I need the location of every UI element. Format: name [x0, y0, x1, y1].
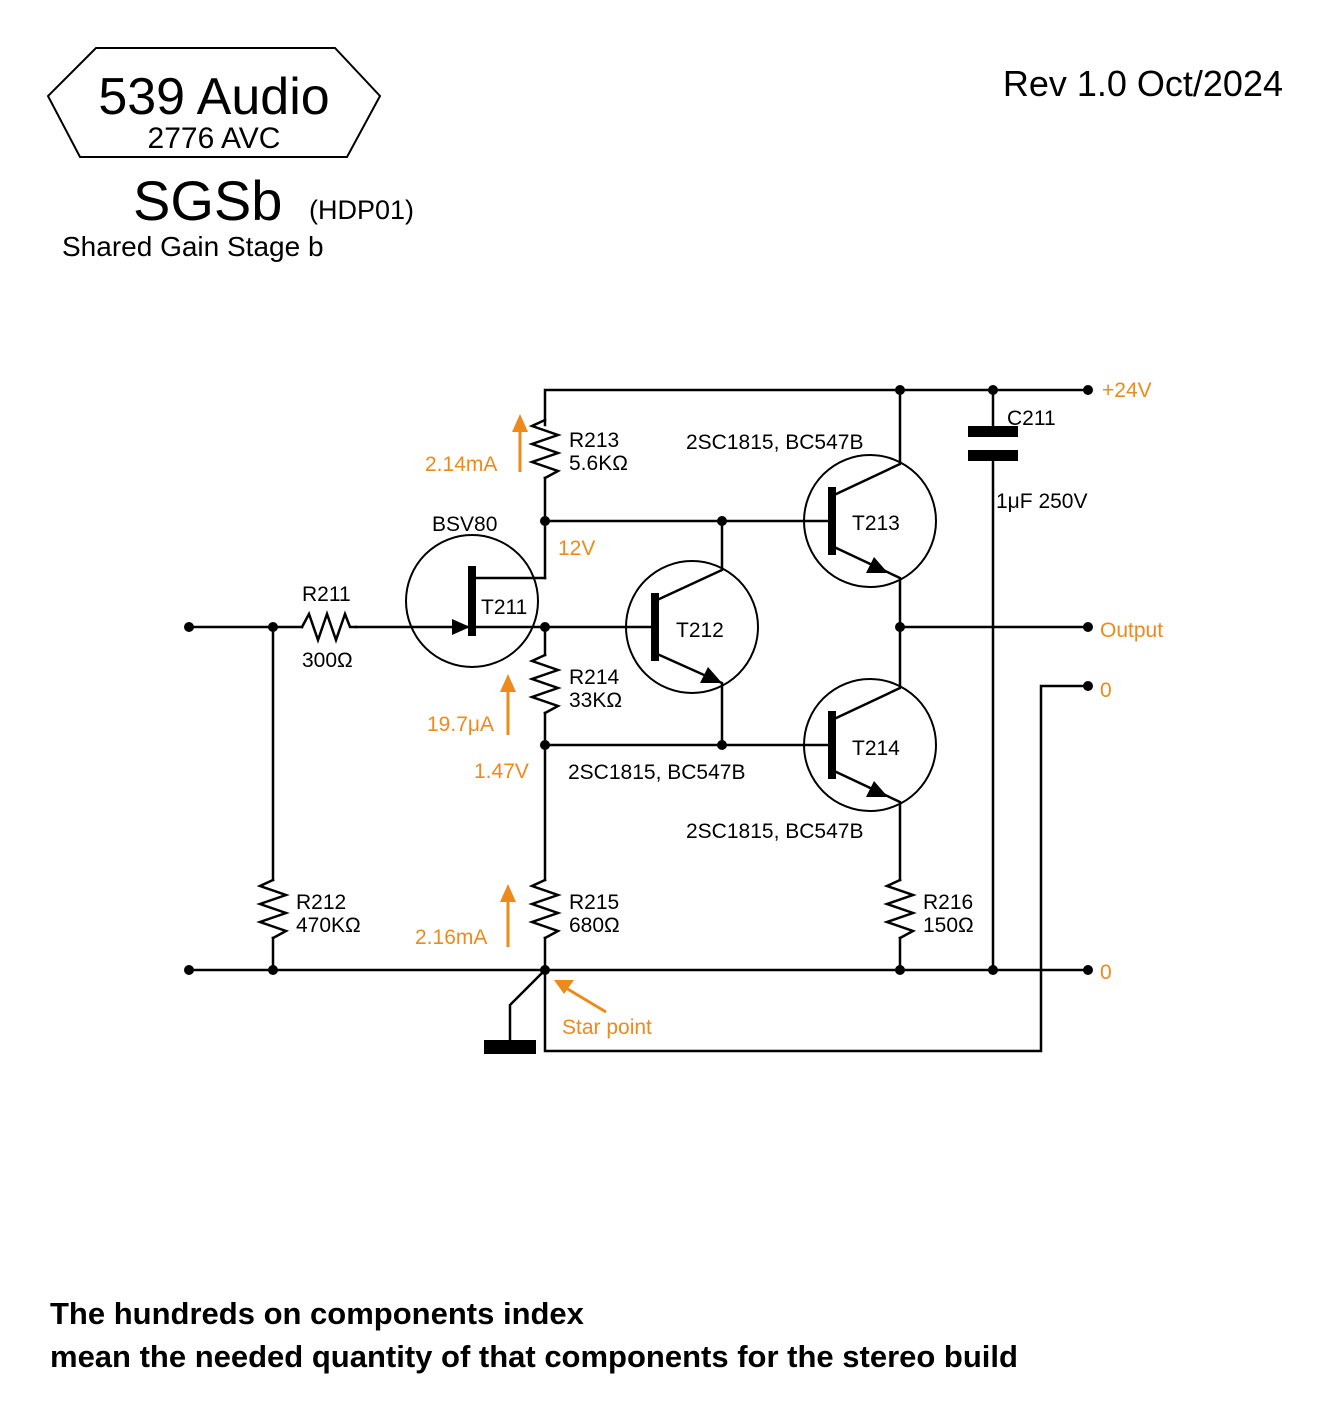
- resistor-r215: [528, 878, 562, 940]
- page-title-code: (HDP01): [309, 195, 414, 225]
- resistor-r213: [528, 418, 562, 480]
- r215-value: 680Ω: [569, 914, 620, 937]
- t214-part: 2SC1815, BC547B: [686, 820, 863, 843]
- r213-value: 5.6KΩ: [569, 452, 628, 475]
- transistor-t211: [405, 534, 539, 668]
- r213-name: R213: [569, 429, 619, 452]
- star-point-label: Star point: [562, 1016, 652, 1039]
- page-title: SGSb: [133, 169, 282, 232]
- current-r215-label: 2.16mA: [415, 926, 487, 949]
- transistor-t214: [803, 678, 937, 812]
- r216-value: 150Ω: [923, 914, 974, 937]
- t211-part: BSV80: [432, 513, 497, 536]
- ground-symbol: [484, 1040, 536, 1054]
- footer-note-line2: mean the needed quantity of that compone…: [50, 1339, 1018, 1374]
- r212-name: R212: [296, 891, 346, 914]
- t213-name: T213: [852, 512, 900, 535]
- t212-name: T212: [676, 619, 724, 642]
- resistor-r211: [300, 610, 358, 644]
- resistor-r212: [256, 878, 290, 940]
- wires: [187, 388, 1090, 1053]
- current-r213-label: 2.14mA: [425, 453, 497, 476]
- logo-subtext: 2776 AVC: [148, 122, 281, 155]
- terminal-ground-b-label: 0: [1100, 961, 1112, 984]
- t214-name: T214: [852, 737, 900, 760]
- terminal-output-label: Output: [1100, 619, 1163, 642]
- junction-dots: [184, 385, 1093, 975]
- terminal-supply-label: +24V: [1102, 379, 1152, 402]
- t212-part: 2SC1815, BC547B: [568, 761, 745, 784]
- resistor-r216: [883, 878, 917, 940]
- t213-part: 2SC1815, BC547B: [686, 431, 863, 454]
- c211-name: C211: [1007, 407, 1056, 430]
- capacitor-c211: [968, 426, 1018, 461]
- current-r214-label: 19.7μA: [427, 713, 494, 736]
- current-arrow-r214: [500, 674, 516, 735]
- resistor-r214: [528, 653, 562, 715]
- transistor-t213: [803, 454, 937, 588]
- r215-name: R215: [569, 891, 619, 914]
- terminal-ground-a-label: 0: [1100, 679, 1112, 702]
- voltage-node-label: 1.47V: [474, 760, 529, 783]
- current-arrow-r215: [500, 884, 516, 947]
- transistor-t212: [625, 560, 759, 694]
- page-subtitle: Shared Gain Stage b: [62, 231, 324, 262]
- revision-label: Rev 1.0 Oct/2024: [1003, 63, 1283, 104]
- r211-name: R211: [302, 583, 351, 606]
- r216-name: R216: [923, 891, 973, 914]
- footer-note-line1: The hundreds on components index: [50, 1296, 584, 1331]
- r212-value: 470KΩ: [296, 914, 361, 937]
- star-point-arrow: [554, 980, 607, 1014]
- r214-value: 33KΩ: [569, 689, 622, 712]
- r214-name: R214: [569, 666, 620, 689]
- logo-brand: 539 Audio: [98, 68, 329, 126]
- r211-value: 300Ω: [302, 649, 353, 672]
- logo-badge: [46, 47, 382, 158]
- c211-value: 1μF 250V: [996, 490, 1088, 513]
- voltage-drain-label: 12V: [558, 537, 595, 560]
- current-arrow-r213: [512, 414, 528, 472]
- t211-name: T211: [481, 596, 527, 619]
